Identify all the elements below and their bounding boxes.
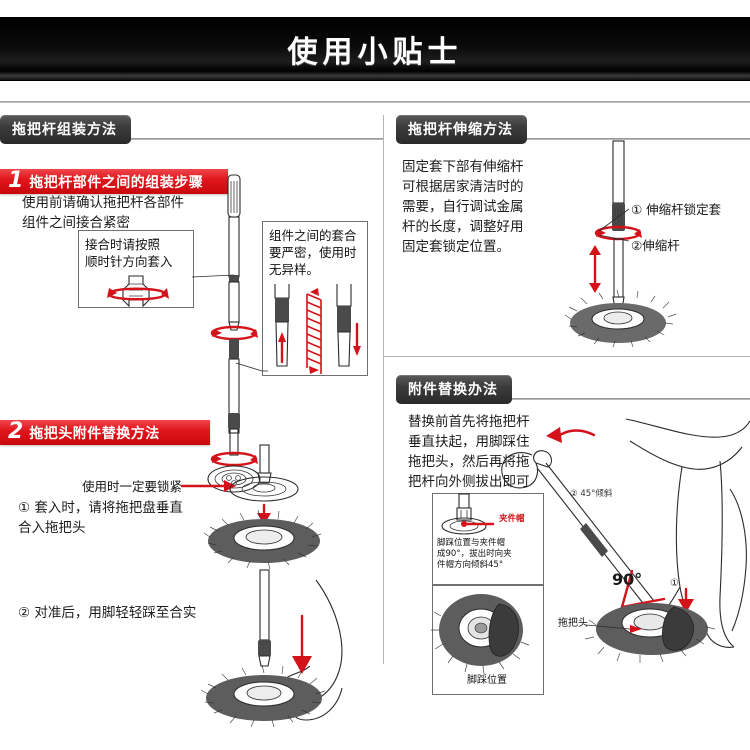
mop-head-label: 拖把头 <box>558 618 588 629</box>
step2-banner: 2 拖把头附件替换方法 <box>0 410 210 445</box>
right-bottom-section-rule <box>396 398 750 400</box>
callout-leader-lines <box>191 274 268 372</box>
clip-cap-note: 脚踩位置与夹件帽 成90°，拔出时向夹 件帽方向倾斜45° <box>437 538 512 570</box>
right-top-section-header: 拖把杆伸缩方法 <box>396 115 750 144</box>
left-section-title: 拖把杆组装方法 <box>0 115 131 144</box>
foot-press-illustration <box>200 569 343 728</box>
page-title: 使用小贴士 <box>287 35 463 70</box>
replacement-paragraph: 替换前首先将拖把杆 垂直扶起，用脚踩住 拖把头，然后再将拖 把杆向外侧拔出即可 <box>408 414 530 490</box>
lock-label-leader-arrow <box>180 480 236 492</box>
lock-tight-label: 使用时一定要锁紧 <box>82 479 183 494</box>
telescoping-pole-illustration <box>564 140 677 348</box>
right-bottom-section-title: 附件替换办法 <box>396 375 512 404</box>
telescoping-label-1: ① 伸缩杆锁定套 <box>631 202 722 217</box>
clip-cap-label: 夹件帽 <box>499 514 525 524</box>
tips-page: 使用小贴士 拖把杆组装方法 1 拖把杆部件之间的组装步骤 使用前请确认拖把杆各部… <box>0 18 750 728</box>
mop-pole-illustration <box>207 174 261 493</box>
tilt-45-label: ② 45°倾斜 <box>570 489 613 499</box>
tube-spring-detail-icon <box>274 284 361 374</box>
step1-banner: 1 拖把杆部件之间的组装步骤 <box>0 159 228 194</box>
left-section-rule <box>0 138 383 140</box>
left-column: 拖把杆组装方法 1 拖把杆部件之间的组装步骤 使用前请确认拖把杆各部件 组件之间… <box>0 115 383 728</box>
telescoping-paragraph: 固定套下部有伸缩杆 可根据居家清洁时的 需要，自行调试金属 杆的长度，调整好用 … <box>402 159 524 255</box>
telescoping-label-2: ②伸缩杆 <box>631 238 680 253</box>
foot-position-label: 脚踩位置 <box>467 675 507 686</box>
step2-title: 拖把头附件替换方法 <box>29 425 160 442</box>
mop-disc-insert-illustration <box>203 444 322 570</box>
step2-number: 2 <box>8 418 24 444</box>
pull-out-scene-illustration <box>501 418 750 663</box>
clockwise-rotation-icon <box>107 275 169 308</box>
right-top-section-title: 拖把杆伸缩方法 <box>396 115 527 144</box>
callout-clockwise: 接合时请按照 顺时针方向套入 <box>78 230 194 308</box>
callout-fit-tight: 组件之间的套合 要严密，使用时 无异样。 <box>262 221 368 376</box>
step1-title: 拖把杆部件之间的组装步骤 <box>29 174 204 191</box>
step2-item1-text: ① 套入时，请将拖把盘垂直 合入拖把头 <box>18 500 183 536</box>
callout-fit-tight-text: 组件之间的套合 要严密，使用时 无异样。 <box>269 228 357 277</box>
left-section-header: 拖把杆组装方法 <box>0 115 383 144</box>
step1-paragraph: 使用前请确认拖把杆各部件 组件之间接合紧密 <box>22 195 184 231</box>
right-bottom-section-header: 附件替换办法 <box>396 375 750 404</box>
clip-cap-inset: 夹件帽 脚踩位置与夹件帽 成90°，拔出时向夹 件帽方向倾斜45° <box>432 493 544 585</box>
telescoping-label-leaders <box>598 208 630 242</box>
foot-position-detail-icon <box>431 594 530 675</box>
right-top-section-rule <box>396 138 750 140</box>
header-divider <box>0 101 750 103</box>
clip-cap-detail-icon <box>441 493 495 535</box>
angle-90-label: 90° <box>612 570 643 589</box>
callout-clockwise-text: 接合时请按照 顺时针方向套入 <box>85 237 173 269</box>
right-column: 拖把杆伸缩方法 固定套下部有伸缩杆 可根据居家清洁时的 需要，自行调试金属 杆的… <box>383 115 750 695</box>
marker-1-label: ① <box>670 578 679 589</box>
page-header-banner: 使用小贴士 <box>0 18 750 80</box>
right-column-divider <box>384 356 750 357</box>
step2-item2-text: ② 对准后，用脚轻轻踩至合实 <box>18 605 197 621</box>
foot-position-inset: 脚踩位置 <box>431 585 544 695</box>
step1-number: 1 <box>8 167 24 193</box>
